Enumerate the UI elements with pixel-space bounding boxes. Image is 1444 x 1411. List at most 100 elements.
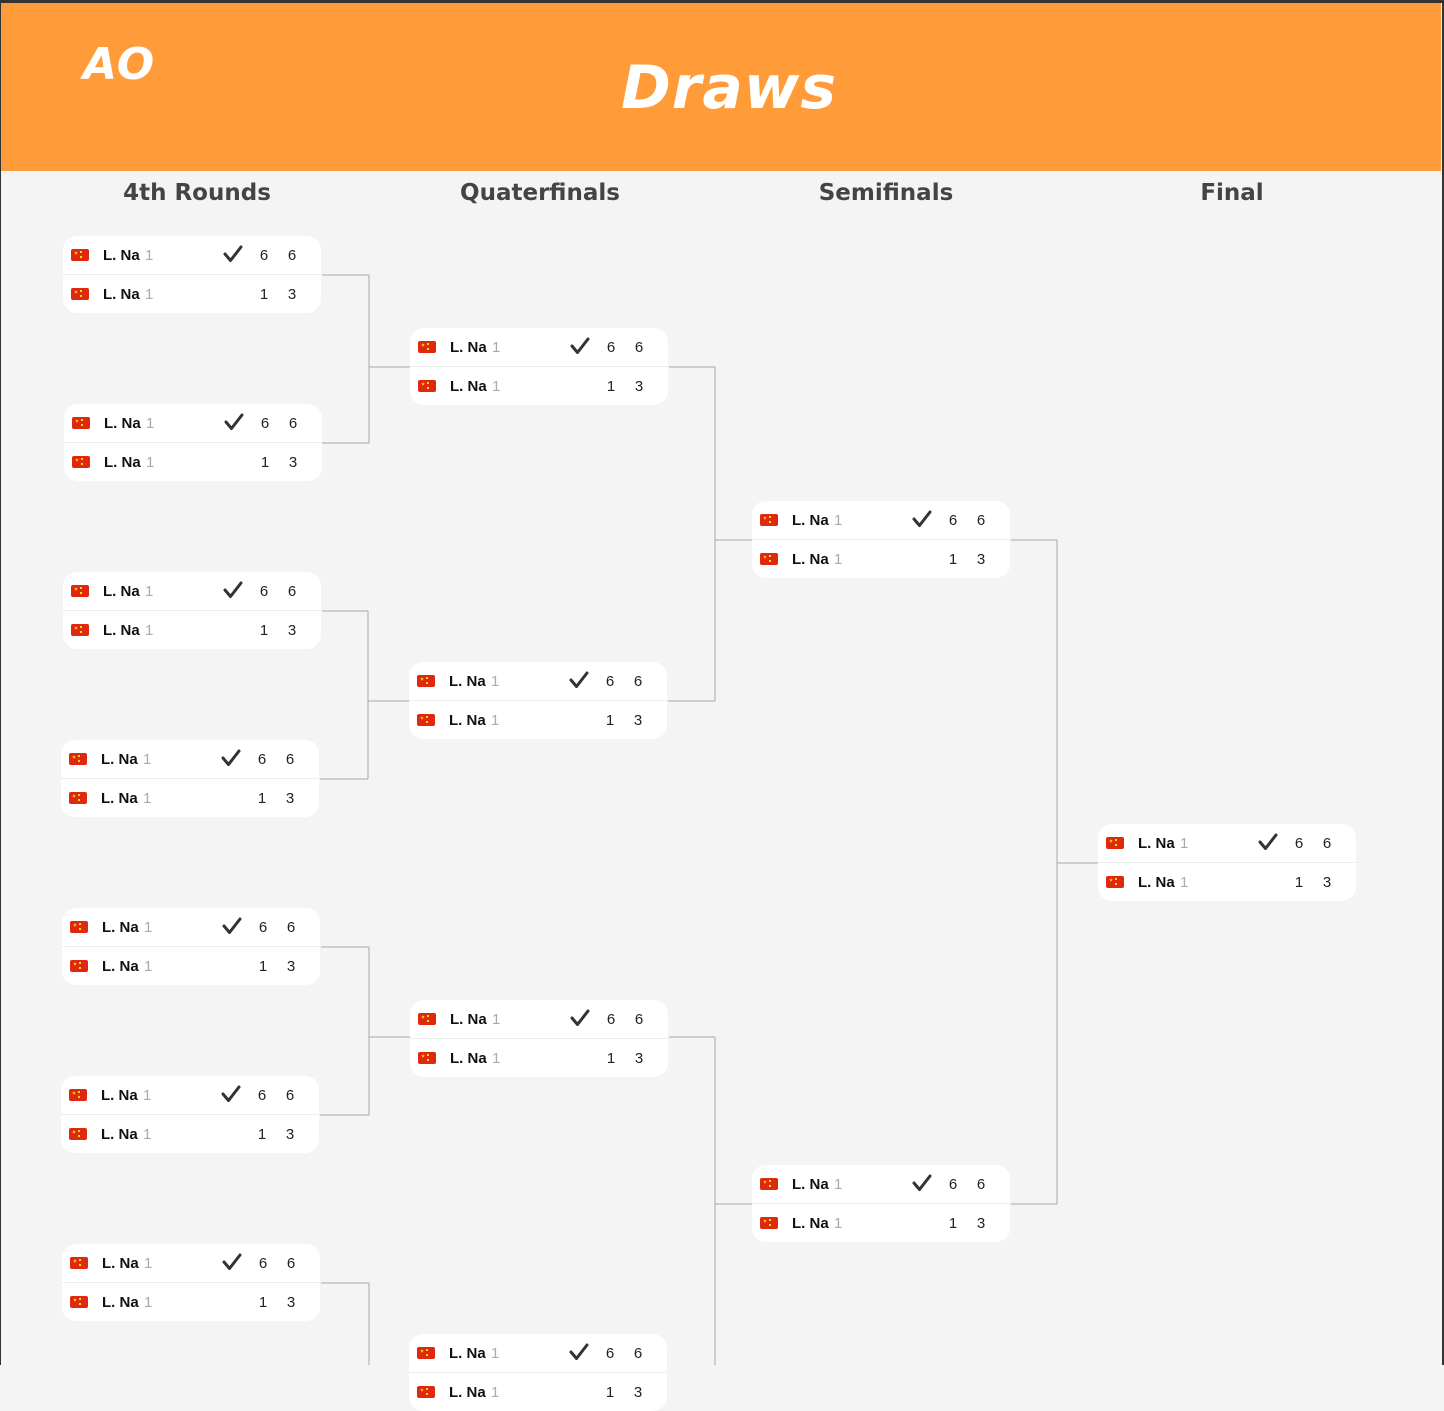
player-seed: 1 [145,583,154,600]
match-card[interactable]: L. Na 1 6 6 L. Na 1 1 3 [410,328,668,405]
player-name[interactable]: L. Na [792,512,829,529]
player-row[interactable]: L. Na 1 1 3 [410,367,668,405]
player-name[interactable]: L. Na [102,1255,139,1272]
china-flag-icon [70,960,88,972]
player-name[interactable]: L. Na [1138,835,1175,852]
set-score: 6 [606,339,616,356]
player-row[interactable]: L. Na 1 6 6 [1098,824,1356,863]
player-row[interactable]: L. Na 1 6 6 [63,236,321,275]
match-card[interactable]: L. Na 1 6 6 L. Na 1 1 3 [63,572,321,649]
player-name[interactable]: L. Na [449,1384,486,1401]
match-card[interactable]: L. Na 1 6 6 L. Na 1 1 3 [410,1000,668,1077]
winner-check-icon [224,413,244,430]
player-row[interactable]: L. Na 1 6 6 [62,908,320,947]
set-score: 6 [948,512,958,529]
player-name[interactable]: L. Na [104,415,141,432]
set-score: 6 [285,1087,295,1104]
china-flag-icon [760,1178,778,1190]
set-score: 1 [948,1215,958,1232]
set-score: 6 [259,247,269,264]
player-name[interactable]: L. Na [102,919,139,936]
match-card[interactable]: L. Na 1 6 6 L. Na 1 1 3 [409,1334,667,1411]
set-score: 6 [258,1255,268,1272]
player-row[interactable]: L. Na 1 1 3 [64,443,322,481]
player-row[interactable]: L. Na 1 1 3 [61,779,319,817]
match-card[interactable]: L. Na 1 6 6 L. Na 1 1 3 [752,501,1010,578]
set-score: 3 [634,1050,644,1067]
match-card[interactable]: L. Na 1 6 6 L. Na 1 1 3 [63,236,321,313]
winner-check-icon [223,581,243,598]
set-score: 1 [606,378,616,395]
china-flag-icon [417,714,435,726]
player-name[interactable]: L. Na [792,551,829,568]
player-name[interactable]: L. Na [450,339,487,356]
player-name[interactable]: L. Na [102,1294,139,1311]
player-name[interactable]: L. Na [792,1176,829,1193]
winner-check-icon [912,1174,932,1191]
match-card[interactable]: L. Na 1 6 6 L. Na 1 1 3 [61,740,319,817]
set-score: 1 [259,286,269,303]
round-title-4th-rounds: 4th Rounds [123,180,271,206]
match-card[interactable]: L. Na 1 6 6 L. Na 1 1 3 [61,1076,319,1153]
player-row[interactable]: L. Na 1 1 3 [62,947,320,985]
player-row[interactable]: L. Na 1 1 3 [1098,863,1356,901]
player-row[interactable]: L. Na 1 1 3 [63,275,321,313]
player-row[interactable]: L. Na 1 6 6 [409,1334,667,1373]
player-name[interactable]: L. Na [102,958,139,975]
match-card[interactable]: L. Na 1 6 6 L. Na 1 1 3 [62,1244,320,1321]
player-name[interactable]: L. Na [449,1345,486,1362]
player-row[interactable]: L. Na 1 6 6 [752,501,1010,540]
player-row[interactable]: L. Na 1 1 3 [62,1283,320,1321]
player-name[interactable]: L. Na [449,712,486,729]
player-name[interactable]: L. Na [101,1126,138,1143]
player-name[interactable]: L. Na [103,286,140,303]
player-name[interactable]: L. Na [449,673,486,690]
player-row[interactable]: L. Na 1 6 6 [61,740,319,779]
player-row[interactable]: L. Na 1 1 3 [63,611,321,649]
player-row[interactable]: L. Na 1 1 3 [752,1204,1010,1242]
player-name[interactable]: L. Na [792,1215,829,1232]
china-flag-icon [418,1013,436,1025]
match-card[interactable]: L. Na 1 6 6 L. Na 1 1 3 [409,662,667,739]
match-card[interactable]: L. Na 1 6 6 L. Na 1 1 3 [752,1165,1010,1242]
player-row[interactable]: L. Na 1 6 6 [410,328,668,367]
set-score: 6 [287,583,297,600]
player-row[interactable]: L. Na 1 6 6 [752,1165,1010,1204]
china-flag-icon [69,753,87,765]
player-row[interactable]: L. Na 1 6 6 [64,404,322,443]
player-name[interactable]: L. Na [103,622,140,639]
player-name[interactable]: L. Na [450,1050,487,1067]
player-name[interactable]: L. Na [104,454,141,471]
set-score: 6 [285,751,295,768]
player-row[interactable]: L. Na 1 1 3 [61,1115,319,1153]
player-row[interactable]: L. Na 1 6 6 [61,1076,319,1115]
player-seed: 1 [1180,874,1189,891]
player-seed: 1 [834,1215,843,1232]
player-name[interactable]: L. Na [450,378,487,395]
player-name[interactable]: L. Na [101,790,138,807]
player-name[interactable]: L. Na [450,1011,487,1028]
player-row[interactable]: L. Na 1 6 6 [410,1000,668,1039]
player-name[interactable]: L. Na [103,583,140,600]
player-row[interactable]: L. Na 1 1 3 [409,1373,667,1411]
match-card[interactable]: L. Na 1 6 6 L. Na 1 1 3 [62,908,320,985]
player-row[interactable]: L. Na 1 1 3 [409,701,667,739]
match-card[interactable]: L. Na 1 6 6 L. Na 1 1 3 [64,404,322,481]
player-row[interactable]: L. Na 1 1 3 [752,540,1010,578]
player-row[interactable]: L. Na 1 6 6 [62,1244,320,1283]
player-seed: 1 [146,415,155,432]
match-card[interactable]: L. Na 1 6 6 L. Na 1 1 3 [1098,824,1356,901]
player-seed: 1 [492,339,501,356]
winner-check-icon [570,1009,590,1026]
ao-logo[interactable]: AO [83,39,156,90]
winner-check-icon [222,917,242,934]
player-name[interactable]: L. Na [101,1087,138,1104]
player-row[interactable]: L. Na 1 1 3 [410,1039,668,1077]
china-flag-icon [69,1089,87,1101]
player-seed: 1 [491,1384,500,1401]
player-name[interactable]: L. Na [103,247,140,264]
player-name[interactable]: L. Na [101,751,138,768]
player-row[interactable]: L. Na 1 6 6 [63,572,321,611]
player-row[interactable]: L. Na 1 6 6 [409,662,667,701]
player-name[interactable]: L. Na [1138,874,1175,891]
